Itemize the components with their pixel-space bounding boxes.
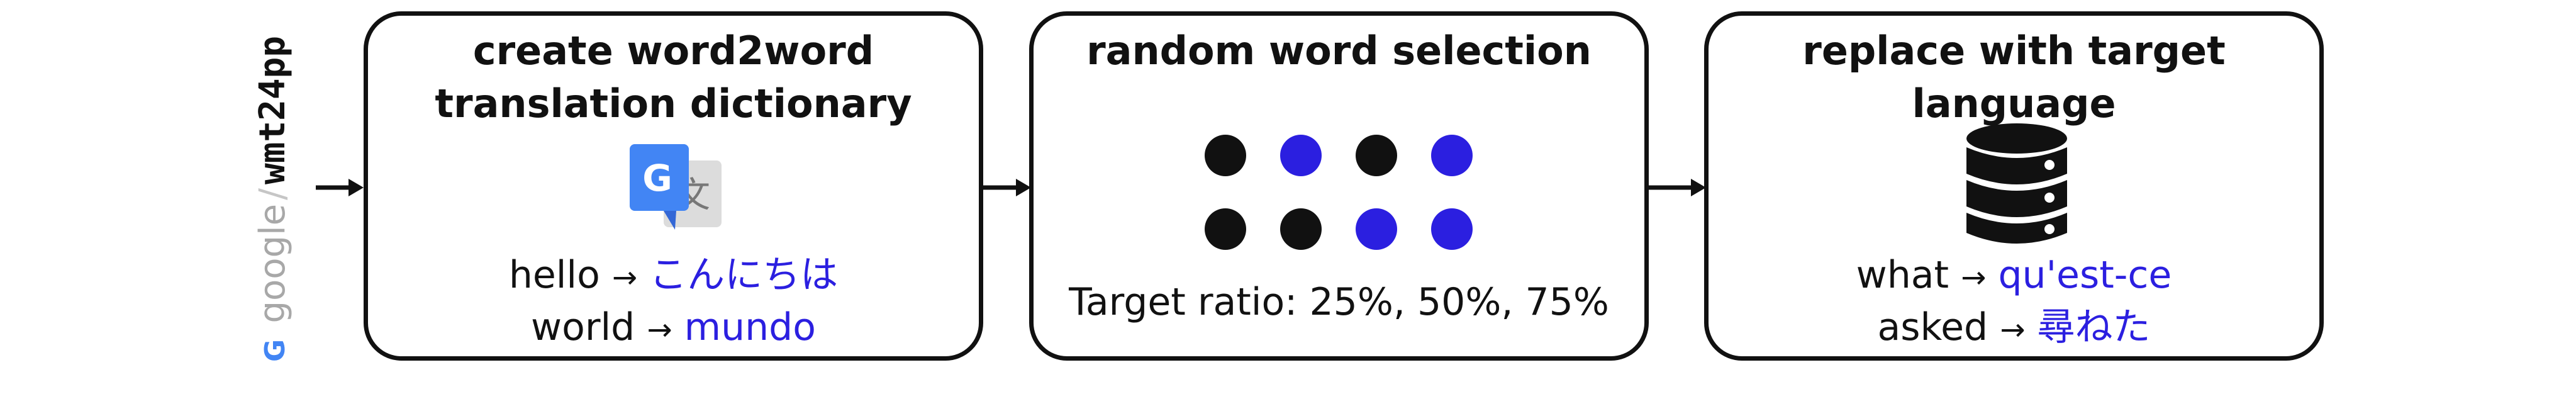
word-dot-blue — [1356, 208, 1397, 250]
step-replace-box: replace with target language what → qu'e… — [1704, 11, 2324, 361]
label-slash: / — [252, 188, 293, 200]
source-dataset-label: G google / wmt24pp — [252, 36, 297, 362]
step-selection-box: random word selection Target ratio: 25%,… — [1029, 11, 1649, 361]
replacement-pair-2: asked → 尋ねた — [1709, 302, 2319, 355]
step-1-title: create word2word translation dictionary — [435, 28, 912, 127]
word-dot-black — [1280, 208, 1322, 250]
word-dot-blue — [1280, 135, 1322, 176]
word-dot-black — [1205, 135, 1246, 176]
source-word: world — [531, 305, 635, 349]
arrow-glyph: → — [647, 312, 672, 347]
source-word: what — [1856, 253, 1949, 297]
arrow-glyph: → — [2000, 312, 2026, 347]
source-word: hello — [508, 253, 600, 297]
word-dot-blue — [1431, 135, 1473, 176]
translation-pair-2: world → mundo — [368, 302, 979, 355]
dataset-name: wmt24pp — [252, 36, 293, 185]
word-dot-black — [1205, 208, 1246, 250]
arrow-2-to-3 — [1649, 179, 1706, 196]
database-icon — [1966, 123, 2067, 244]
target-word: 尋ねた — [2037, 305, 2151, 349]
svg-text:G: G — [642, 157, 672, 200]
target-word: mundo — [684, 305, 816, 349]
arrow-glyph: → — [611, 260, 638, 295]
source-word: asked — [1877, 305, 1988, 349]
google-translate-icon: 文 G — [630, 144, 722, 230]
google-g-logo-icon: G — [259, 339, 291, 362]
word-dot-blue — [1431, 208, 1473, 250]
target-word: こんにちは — [649, 253, 839, 297]
word-selection-dots — [1205, 135, 1473, 250]
target-ratio-caption: Target ratio: 25%, 50%, 75% — [1069, 280, 1609, 324]
arrow-1-to-2 — [983, 179, 1031, 196]
translation-pair-1: hello → こんにちは — [368, 250, 979, 303]
word-dot-black — [1356, 135, 1397, 176]
step-dictionary-box: create word2word translation dictionary … — [364, 11, 983, 361]
brand-text: google — [252, 203, 293, 324]
step-2-title: random word selection — [1086, 28, 1592, 74]
replacement-pair-1: what → qu'est-ce — [1709, 250, 2319, 303]
target-word: qu'est-ce — [1998, 253, 2172, 297]
arrow-glyph: → — [1961, 260, 1987, 295]
step-3-title: replace with target language — [1802, 28, 2226, 127]
input-arrow — [316, 179, 364, 196]
